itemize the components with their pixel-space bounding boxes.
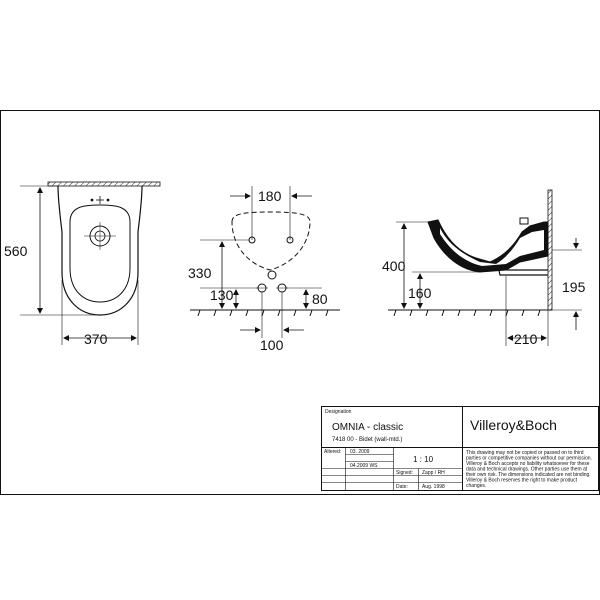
altered-date-1: 03. 2009	[350, 449, 370, 455]
front-view: 560 370	[4, 181, 161, 347]
title-block: Designation OMNIA - classic 7418 00 - Bi…	[321, 406, 599, 491]
side-view: 400 160 195 210	[382, 189, 586, 347]
side-bidet-inner	[440, 228, 544, 266]
tap-mark-icon	[90, 196, 110, 204]
altered-label: Altered:	[324, 449, 341, 455]
front-bowl	[69, 204, 131, 303]
side-trap-pipe	[497, 265, 548, 276]
product-code: 7418 00 - Bidet (wall-mtd.)	[332, 437, 402, 443]
svg-text:Villeroy & Boch reserves the r: Villeroy & Boch reserves the right to ma…	[466, 478, 578, 484]
signed-value: Zapp / RH	[422, 470, 445, 476]
product-name: OMNIA - classic	[332, 422, 403, 433]
designation-label: Designation	[325, 409, 352, 415]
waste-connection-icon	[267, 270, 277, 280]
svg-text:Villeroy & Boch accepts no lia: Villeroy & Boch accepts no liability wha…	[466, 461, 590, 467]
mount-100-label: 100	[260, 337, 284, 353]
svg-text:their own risk. The dimensions: their own risk. The dimensions indicated…	[466, 472, 591, 478]
mount-80-label: 80	[312, 291, 328, 307]
side-210-label: 210	[514, 331, 538, 347]
front-height-label: 560	[4, 243, 28, 259]
altered-date-2: 04.2009 WS	[350, 463, 378, 469]
side-195-label: 195	[562, 279, 586, 295]
side-400-label: 400	[382, 258, 406, 274]
title-block-frame	[321, 406, 599, 491]
mount-130-label: 130	[210, 287, 234, 303]
brand-logo: Villeroy&Boch	[470, 417, 557, 433]
svg-text:This drawing may not be copied: This drawing may not be copied or passed…	[466, 450, 584, 456]
date-label: Date:	[396, 484, 408, 490]
signed-label: Signed:	[396, 470, 413, 476]
side-wall-hatch	[547, 189, 553, 311]
front-width-label: 370	[84, 331, 108, 347]
mount-bolt-right-icon	[286, 236, 294, 244]
scale-value: 1 : 10	[413, 455, 434, 464]
side-tap-icon	[519, 217, 529, 225]
mount-top-label: 180	[258, 188, 282, 204]
front-wall-hatch	[47, 181, 161, 187]
mount-330-label: 330	[188, 265, 212, 281]
svg-text:parties or competitive compani: parties or competitive companies without…	[466, 456, 592, 462]
mount-dashed-outline	[231, 211, 311, 271]
mount-floor-ticks	[197, 309, 329, 317]
date-value: Aug. 1998	[422, 484, 445, 490]
svg-text:changes.: changes.	[466, 483, 486, 489]
svg-text:data and technical drawings. O: data and technical drawings. Other parti…	[466, 467, 588, 473]
side-160-label: 160	[408, 285, 432, 301]
disclaimer-text: This drawing may not be copied or passed…	[466, 450, 592, 489]
side-floor-ticks	[393, 309, 541, 317]
mounting-view: 180 330 130	[188, 186, 340, 353]
side-bidet-section	[427, 219, 549, 273]
side-trap-pipe-2	[504, 265, 548, 271]
